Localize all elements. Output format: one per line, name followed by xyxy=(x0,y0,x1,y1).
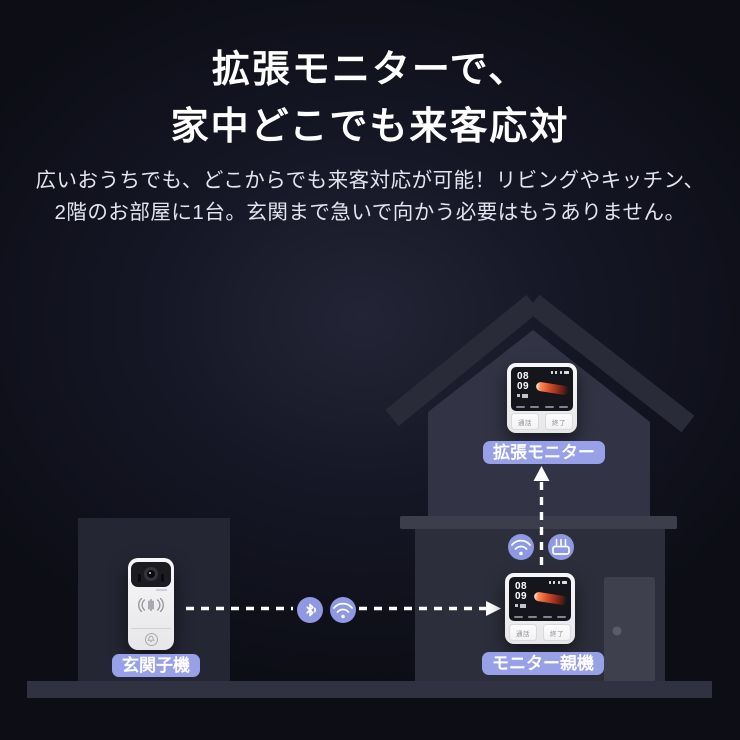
title-line-2: 家中どこでも来客応対 xyxy=(170,106,570,148)
parent-monitor-label: モニター親機 xyxy=(482,652,604,675)
talk-button: 通話 xyxy=(511,413,539,430)
doorbell-call-button xyxy=(144,632,158,646)
bluetooth-icon xyxy=(297,597,323,623)
doorbell-brand-mark xyxy=(156,589,167,591)
screen-status-icons xyxy=(548,581,567,584)
extended-monitor-label: 拡張モニター xyxy=(483,441,605,464)
door xyxy=(604,577,655,682)
extended-monitor-device: 08 09 通話 終了 xyxy=(507,363,577,433)
doorbell-divider xyxy=(131,628,171,629)
screen-swoosh-graphic xyxy=(533,591,568,606)
clock-hour: 08 xyxy=(517,371,530,382)
up-arrow-icon xyxy=(533,466,550,481)
clock-display: 08 09 xyxy=(517,372,529,391)
eave-band xyxy=(400,516,677,529)
subtitle-line-1: 広いおうちでも、どこからでも来客対応が可能！リビングやキッチン、 xyxy=(35,169,705,192)
camera-lens xyxy=(144,567,158,581)
monitor-button-row: 通話 終了 xyxy=(509,624,571,641)
door-knob xyxy=(612,626,622,636)
doorbell-sensor-left xyxy=(138,574,141,582)
monitor-button-row: 通話 終了 xyxy=(511,413,573,430)
clock-hour: 08 xyxy=(515,581,528,592)
ground xyxy=(27,681,712,698)
router-icon xyxy=(548,534,574,560)
screen-swoosh-graphic xyxy=(535,381,570,396)
wifi-icon xyxy=(330,597,356,623)
doorbell-device xyxy=(128,558,174,650)
clock-minute: 09 xyxy=(517,380,530,392)
parent-monitor-screen: 08 09 xyxy=(509,577,571,621)
page-title: 拡張モニターで、 家中どこでも来客応対 xyxy=(0,42,740,156)
bell-icon xyxy=(147,635,155,643)
roof-left-slope xyxy=(385,294,540,427)
clock-display: 08 09 xyxy=(515,582,527,601)
end-button: 終了 xyxy=(543,624,571,641)
doorbell-camera-panel xyxy=(131,561,171,587)
door-unit-label: 玄関子機 xyxy=(112,654,200,677)
screen-status-icons xyxy=(550,371,569,374)
right-arrow-icon xyxy=(486,601,501,616)
wifi-icon xyxy=(508,534,534,560)
talk-button: 通話 xyxy=(509,624,537,641)
title-line-1: 拡張モニターで、 xyxy=(211,49,529,91)
clock-minute: 09 xyxy=(515,590,528,602)
header: 拡張モニターで、 家中どこでも来客応対 広いおうちでも、どこからでも来客対応が可… xyxy=(0,0,740,229)
page-subtitle: 広いおうちでも、どこからでも来客対応が可能！リビングやキッチン、 2階のお部屋に… xyxy=(0,165,740,229)
doorbell-sensor-right xyxy=(161,574,164,582)
screen-mini-icons xyxy=(515,604,526,608)
parent-monitor-device: 08 09 通話 終了 xyxy=(505,573,575,644)
roof-right-slope xyxy=(526,294,695,433)
roof xyxy=(385,294,695,433)
screen-menu-row xyxy=(516,405,568,408)
speaker-grille-icon xyxy=(138,598,164,612)
subtitle-line-2: 2階のお部屋に1台。玄関まで急いで向かう必要はもうありません。 xyxy=(54,201,686,224)
screen-mini-icons xyxy=(517,394,528,398)
extended-monitor-screen: 08 09 xyxy=(511,367,573,411)
end-button: 終了 xyxy=(545,413,573,430)
screen-menu-row xyxy=(514,615,566,618)
